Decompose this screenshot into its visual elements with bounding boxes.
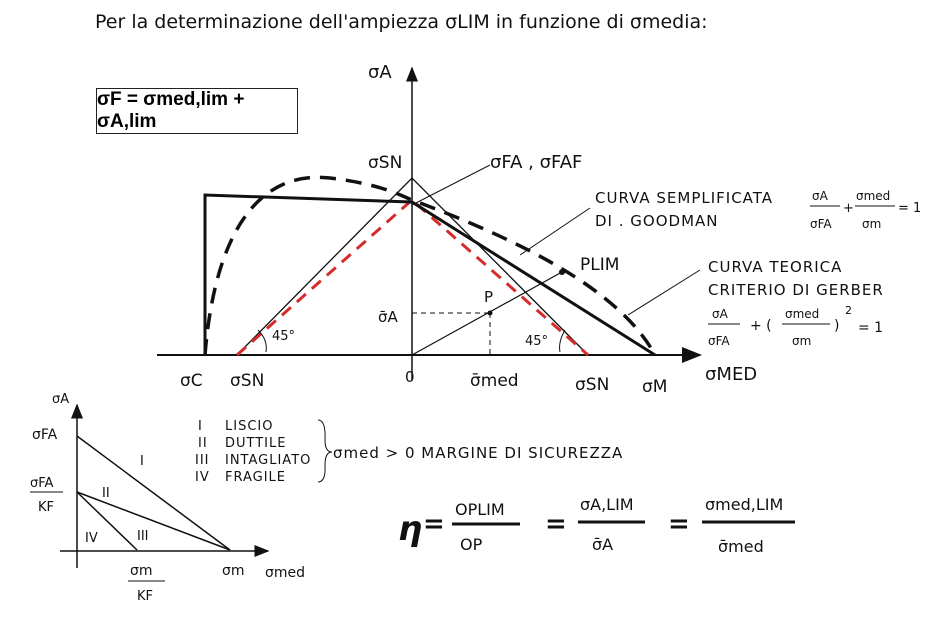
sigma-sn-left: σSN	[230, 371, 264, 391]
goodman-line	[203, 193, 656, 357]
sigma-a-bar: σ̄A	[378, 308, 399, 326]
svg-text:σA,LIM: σA,LIM	[580, 495, 634, 514]
goodman-label-2: DI . GOODMAN	[595, 212, 719, 230]
svg-text:=: =	[423, 509, 445, 539]
sigma-sn-top: σSN	[368, 153, 402, 173]
sigma-m: σM	[642, 377, 667, 397]
svg-text:OPLIM: OPLIM	[455, 500, 505, 519]
small-fa-kf-n: σFA	[30, 476, 54, 491]
svg-text:): )	[834, 318, 839, 334]
goodman-formula: σA σFA + σmed σm = 1	[810, 189, 921, 231]
safety-factor-formula: η = OPLIM OP = σA,LIM σ̄A = σmed,LIM σ̄m…	[398, 495, 795, 556]
line-fragile	[76, 491, 138, 551]
angle-arc-right	[559, 329, 566, 353]
sigma-c: σC	[180, 371, 203, 391]
angle-left: 45°	[272, 329, 295, 344]
p-label: P	[484, 288, 493, 306]
gerber-curve	[203, 175, 657, 356]
svg-text:σFA: σFA	[708, 334, 730, 348]
svg-text:LISCIO: LISCIO	[225, 419, 273, 434]
small-x-label: σmed	[265, 565, 305, 581]
sn-triangle	[236, 177, 589, 356]
region-3: III	[137, 529, 149, 544]
leader-gerber	[627, 269, 701, 316]
small-m-kf-d: KF	[137, 589, 153, 604]
line-intagliato	[76, 491, 231, 551]
red-dashed-line	[236, 197, 589, 357]
leader-fa	[411, 164, 491, 206]
svg-text:= 1: = 1	[898, 201, 921, 216]
plim-label: PLIM	[580, 255, 619, 275]
svg-text:=: =	[545, 509, 567, 539]
svg-text:σmed,LIM: σmed,LIM	[705, 495, 783, 514]
svg-text:= 1: = 1	[858, 320, 883, 336]
y-axis-label: σA	[368, 62, 392, 83]
svg-text:σA: σA	[712, 307, 729, 321]
origin-label: 0	[405, 368, 415, 386]
svg-text:σ̄A: σ̄A	[592, 535, 613, 554]
svg-text:η: η	[398, 509, 422, 549]
condition-text: σmed > 0 MARGINE DI SICUREZZA	[333, 444, 623, 462]
angle-right: 45°	[525, 334, 548, 349]
x-axis-label: σMED	[705, 364, 757, 385]
svg-text:σA: σA	[812, 189, 829, 203]
svg-text:IV: IV	[195, 470, 210, 485]
small-sigma-m: σm	[222, 563, 245, 579]
svg-text:FRAGILE: FRAGILE	[225, 470, 286, 485]
svg-text:σFA: σFA	[810, 217, 832, 231]
svg-text:σ̄med: σ̄med	[718, 537, 764, 556]
svg-text:σmed: σmed	[856, 189, 890, 203]
svg-text:=: =	[668, 509, 690, 539]
legend: I LISCIO II DUTTILE III INTAGLIATO IV FRAGIL…	[195, 419, 333, 485]
gerber-label-2: CRITERIO DI GERBER	[708, 281, 884, 299]
svg-text:DUTTILE: DUTTILE	[225, 436, 286, 451]
region-4: IV	[85, 531, 98, 546]
svg-text:OP: OP	[460, 535, 483, 554]
svg-text:σm: σm	[862, 217, 881, 231]
gerber-formula: σA σFA + ( σmed σm ) 2 = 1	[708, 304, 883, 348]
point-plim	[559, 269, 565, 275]
region-1: I	[140, 454, 144, 469]
formula-box: σF = σmed,lim + σA,lim	[96, 88, 298, 134]
svg-text:I: I	[198, 419, 203, 434]
line-liscio	[76, 435, 231, 551]
sigma-sn-right: σSN	[575, 375, 609, 395]
svg-text:III: III	[195, 453, 210, 468]
angle-arc-left	[257, 329, 267, 353]
leader-goodman	[519, 207, 591, 256]
svg-text:σmed: σmed	[785, 307, 819, 321]
small-m-kf-n: σm	[130, 563, 153, 579]
svg-text:σm: σm	[792, 334, 811, 348]
svg-text:II: II	[198, 436, 208, 451]
sigma-med-bar: σ̄med	[470, 371, 519, 391]
goodman-label-1: CURVA SEMPLIFICATA	[595, 189, 773, 207]
small-y-label: σA	[52, 392, 69, 407]
region-2: II	[102, 486, 110, 501]
svg-text:2: 2	[845, 304, 852, 317]
svg-text:+ (: + (	[750, 318, 772, 334]
small-fa-kf-d: KF	[38, 500, 54, 515]
svg-text:INTAGLIATO: INTAGLIATO	[225, 453, 311, 468]
small-fa: σFA	[32, 427, 58, 443]
title: Per la determinazione dell'ampiezza σLIM…	[95, 11, 708, 33]
fa-label: σFA , σFAF	[490, 152, 582, 173]
svg-text:+: +	[843, 201, 854, 216]
gerber-label-1: CURVA TEORICA	[708, 258, 842, 276]
